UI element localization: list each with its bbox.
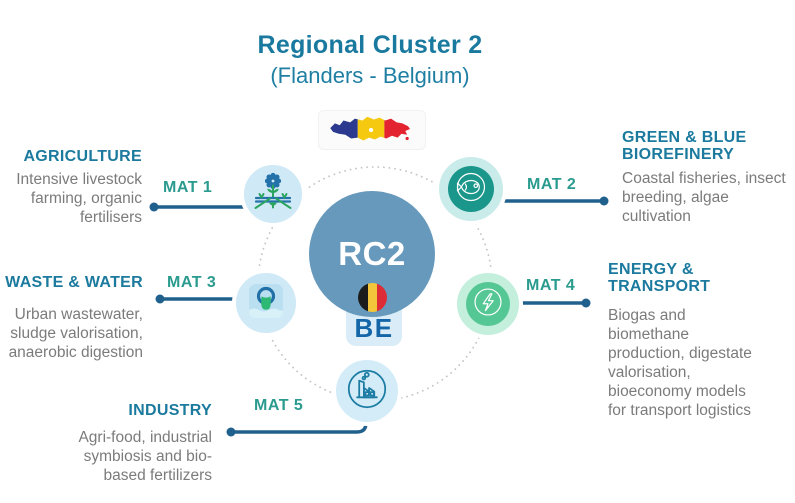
mat3-connector xyxy=(155,294,242,304)
page-title: Regional Cluster 2 xyxy=(257,31,483,59)
lightning-icon xyxy=(469,283,507,326)
mat3-label: MAT 3 xyxy=(167,274,217,291)
mat1-node xyxy=(240,161,306,227)
plant-icon xyxy=(250,169,296,220)
sector-waste-water-description: Urban wastewater, sludge valorisation, a… xyxy=(8,306,143,361)
mat4-connector xyxy=(516,298,591,308)
mat4-node xyxy=(453,269,523,339)
sector-waste-water-heading: WASTE & WATER xyxy=(5,274,143,291)
mat5-connector xyxy=(226,417,368,437)
sector-industry: INDUSTRY Agri-food, industrial symbiosis… xyxy=(12,402,212,485)
mat1-connector xyxy=(149,202,248,212)
mat1-label: MAT 1 xyxy=(163,179,213,196)
mat5-node xyxy=(332,356,402,426)
sector-agriculture-description: Intensive livestock farming, organic fer… xyxy=(16,171,142,226)
mat2-connector xyxy=(502,196,609,206)
sector-biorefinery-description: Coastal fisheries, insect breeding, alga… xyxy=(622,170,786,225)
belgium-map-icon xyxy=(330,116,410,141)
sector-biorefinery-heading: GREEN & BLUE BIOREFINERY xyxy=(622,129,747,163)
belgium-map xyxy=(318,110,426,150)
sector-biorefinery: GREEN & BLUE BIOREFINERY Coastal fisheri… xyxy=(622,129,788,226)
belgium-flag-icon xyxy=(358,283,387,312)
fish-icon xyxy=(451,167,491,212)
sector-energy-transport-heading: ENERGY & TRANSPORT xyxy=(608,261,711,295)
wastewater-icon xyxy=(242,277,290,330)
mat4-label: MAT 4 xyxy=(526,277,576,294)
mat2-label: MAT 2 xyxy=(527,176,577,193)
mat3-node xyxy=(232,269,300,337)
sector-waste-water: WASTE & WATER Urban wastewater, sludge v… xyxy=(0,274,143,362)
sector-energy-transport-description: Biogas and biomethane production, digest… xyxy=(608,307,752,419)
factory-icon xyxy=(341,363,393,420)
sector-energy-transport: ENERGY & TRANSPORT Biogas and biomethane… xyxy=(608,261,767,420)
sector-agriculture-heading: AGRICULTURE xyxy=(23,148,142,165)
sector-industry-heading: INDUSTRY xyxy=(128,402,212,419)
mat5-label: MAT 5 xyxy=(254,397,304,414)
sector-agriculture: AGRICULTURE Intensive livestock farming,… xyxy=(0,148,142,227)
sector-industry-description: Agri-food, industrial symbiosis and bio-… xyxy=(78,429,212,484)
center-label: RC2 xyxy=(338,235,406,272)
page-subtitle: (Flanders - Belgium) xyxy=(270,63,470,88)
country-code-label: BE xyxy=(354,313,394,343)
mat2-node xyxy=(435,153,507,225)
